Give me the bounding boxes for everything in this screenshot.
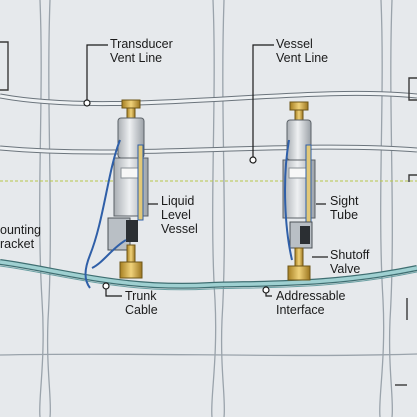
right-edge-fittings xyxy=(408,77,417,182)
transducer-vent-line-label: Transducer Vent Line xyxy=(110,37,173,65)
liquid-level-vessel-unit-2 xyxy=(282,101,316,281)
trunk-cable xyxy=(0,259,417,291)
addressable-interface-label: Addressable Interface xyxy=(276,289,346,317)
shutoff-valve-label: Shutoff Valve xyxy=(330,248,370,276)
mounting-bracket-label: ounting racket xyxy=(0,223,42,251)
liquid-level-vessel-label: Liquid Level Vessel xyxy=(161,194,198,236)
vessel-vent-line-label: Vessel Vent Line xyxy=(276,37,329,65)
liquid-level-vessel-unit-1 xyxy=(84,99,149,289)
sight-tube-label: Sight Tube xyxy=(330,194,359,222)
trunk-cable-label: Trunk Cable xyxy=(125,289,158,317)
mounting-bracket-frame xyxy=(0,41,9,91)
leader-lines xyxy=(86,44,408,386)
vent-tubes xyxy=(0,90,417,155)
